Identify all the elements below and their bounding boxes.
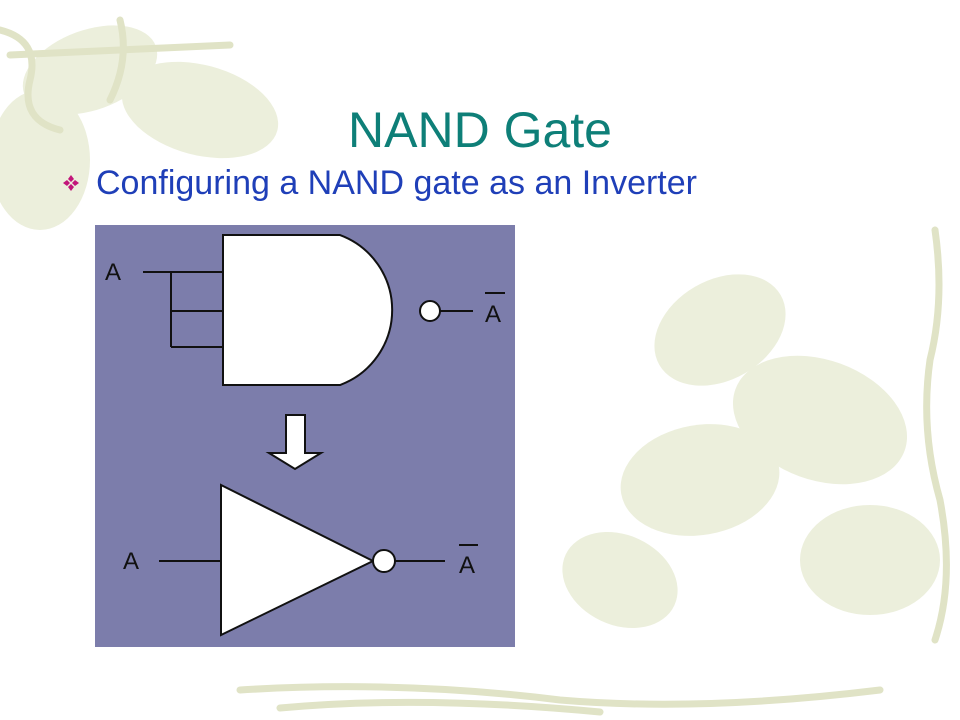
inverter-output-label: A [459,552,475,579]
bullet-text: Configuring a NAND gate as an Inverter [96,163,697,202]
nand-gate [143,234,473,386]
nand-input-label: A [105,259,121,286]
inverter-gate [159,483,445,637]
four-petal-diamond-icon [63,175,79,191]
bullet-item: Configuring a NAND gate as an Inverter [62,160,697,206]
nand-output-label: A [485,301,501,328]
inverter-input-label: A [123,548,139,575]
nand-inverter-diagram: A A A A [95,225,515,647]
down-arrow-icon [265,414,325,471]
slide-title: NAND Gate [348,102,612,158]
